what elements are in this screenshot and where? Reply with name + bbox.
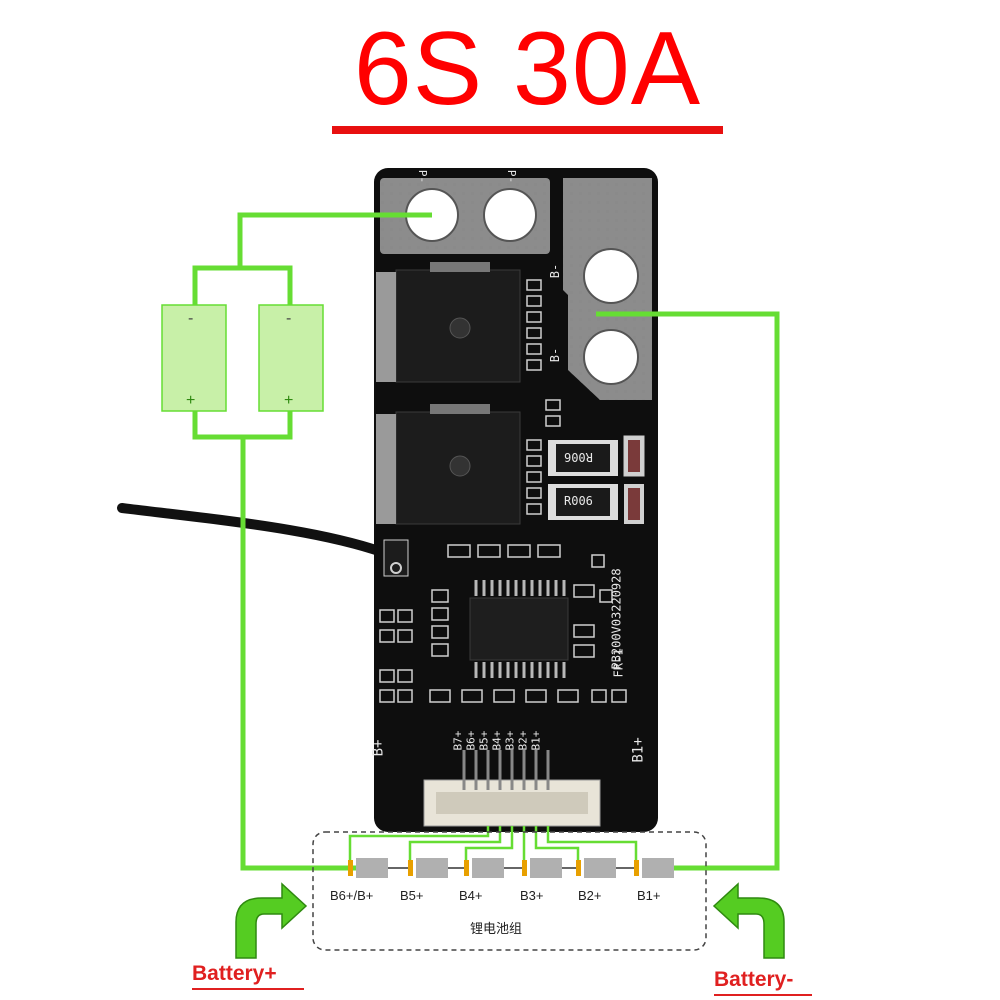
connector-pin-label: B3+ [503,730,517,751]
pack-cell-label: B5+ [400,888,424,903]
label-b1-plus: B1+ [630,737,647,763]
resistor-label-1: R006 [564,450,593,464]
pack-cell-label: B6+/B+ [330,888,374,903]
arrow-negative [712,882,785,959]
cell-left-minus: - [188,310,194,327]
pack-cell-label: B1+ [637,888,661,903]
title: 6S 30A [353,11,702,127]
green-wiring [192,212,780,871]
arrow-positive [235,882,308,959]
protection-ic [469,597,569,661]
pcb-board [374,168,658,832]
label-b-plus: B+ [370,739,387,757]
resistor-label-2: R006 [564,494,593,508]
battery-pack-box [312,831,707,951]
label-p-left: P- [416,169,430,184]
connector-pin-label: B2+ [516,730,530,751]
cell-left-plus: + [186,392,196,409]
label-p-right: P- [505,169,519,184]
pack-cell-label: B2+ [578,888,602,903]
label-b-minus-top: B- [548,263,563,279]
fr-label: FR-1 [611,648,626,678]
sense-cable [117,503,403,563]
charger-cell-left [161,304,227,412]
pack-cell-label: B4+ [459,888,483,903]
p-minus-hole-right [483,188,537,242]
connector-pin-label: B4+ [490,730,504,751]
b-minus-hole-bottom [583,329,639,385]
charger-cell-right [258,304,324,412]
connector-pin-label: B7+ [451,730,465,751]
pack-cell-label: B3+ [520,888,544,903]
pack-cells [348,858,674,878]
battery-minus-underline [714,994,812,996]
cell-right-plus: + [284,392,294,409]
cell-right-minus: - [286,310,292,327]
b-minus-hole-top [583,248,639,304]
label-b-minus-bottom: B- [548,347,563,363]
connector-pin-label: B1+ [529,730,543,751]
battery-plus-underline [192,988,304,990]
title-underline [332,126,723,134]
connector-pin-label: B6+ [464,730,478,751]
battery-minus-label: Battery- [714,968,794,991]
battery-plus-label: Battery+ [192,962,277,985]
battery-pack-label: 锂电池组 [470,921,523,936]
connector-pin-label: B5+ [477,730,491,751]
